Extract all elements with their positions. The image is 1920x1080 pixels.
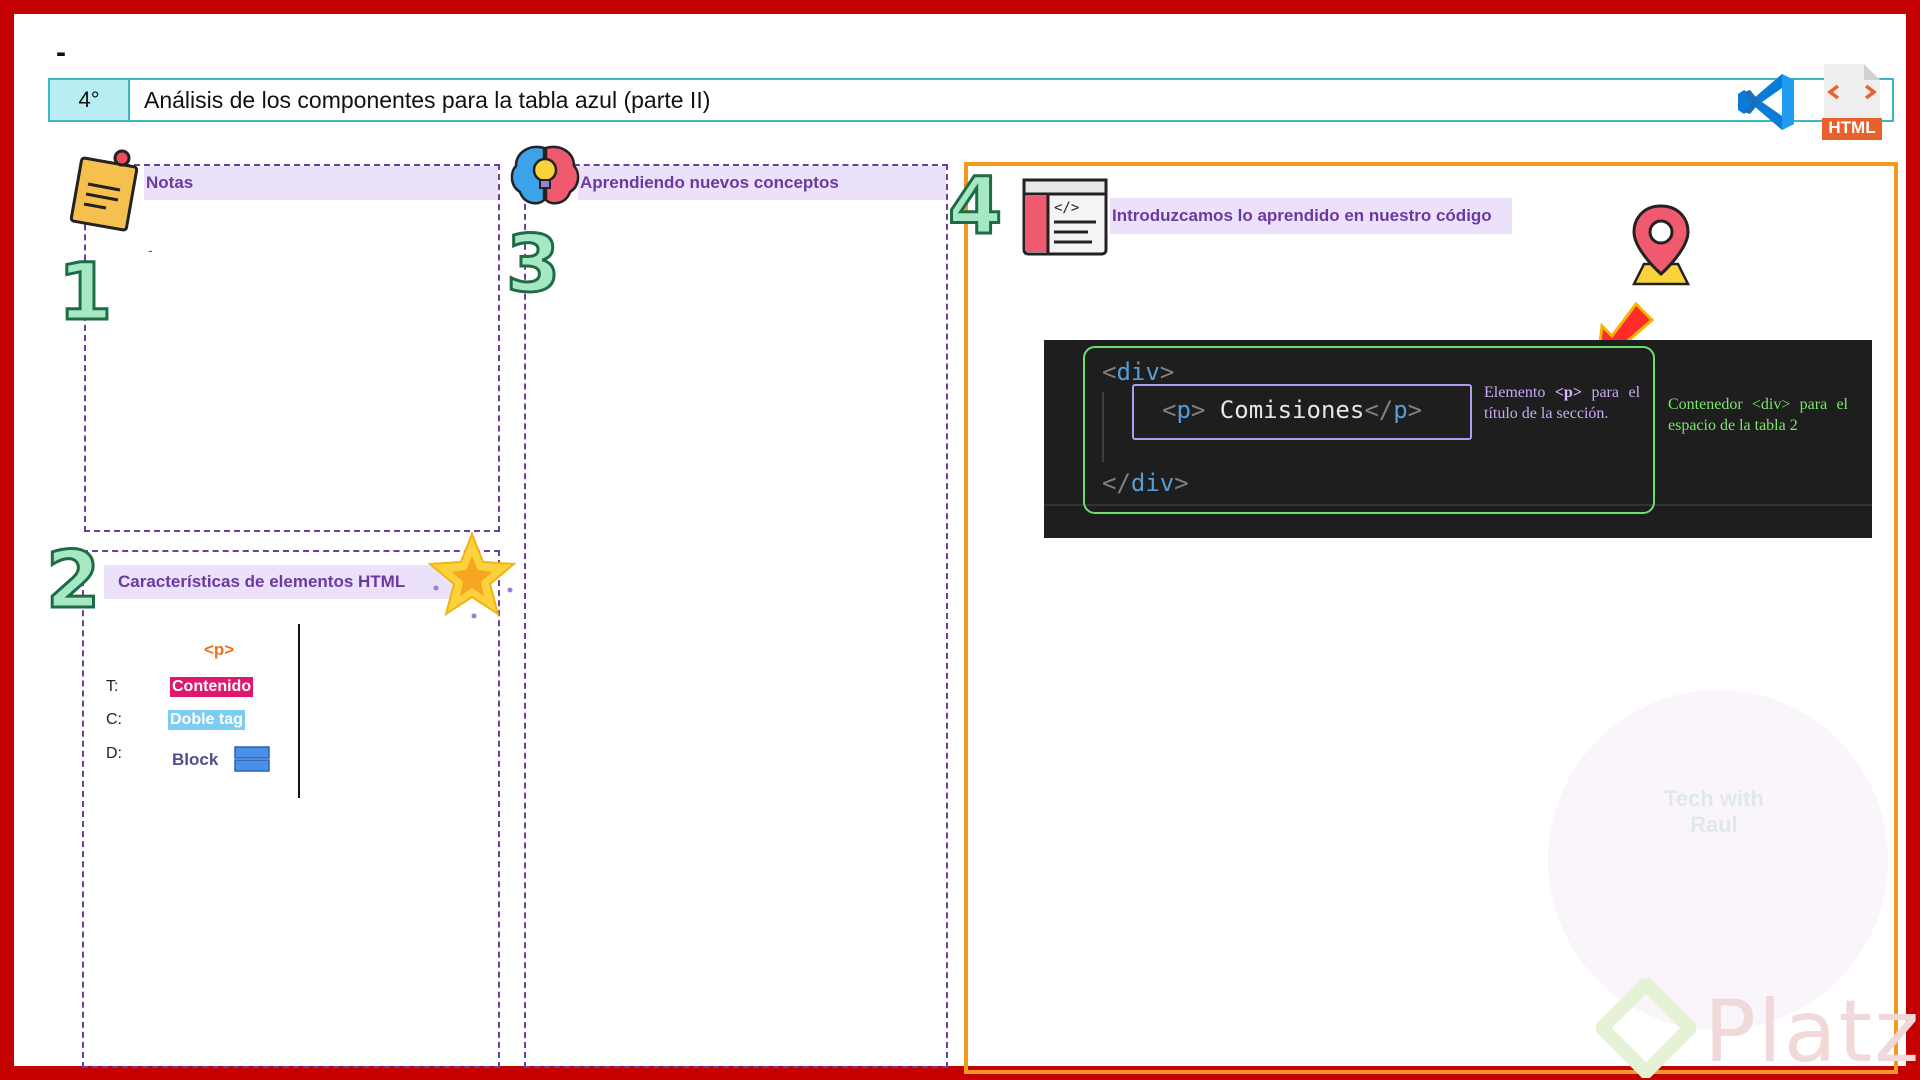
feature-value-content: Contenido [170, 677, 254, 697]
watermark-circle [1548, 690, 1888, 1030]
notes-content: - [148, 242, 153, 258]
platzi-logo-icon [1596, 978, 1696, 1078]
learn-box [524, 164, 948, 1068]
div-annotation: Contenedor <div> para el espacio de la t… [1668, 396, 1848, 434]
feature-key-d: D: [106, 745, 122, 762]
watermark-text: Tech with Raul [1664, 786, 1764, 837]
features-box [82, 550, 500, 1068]
html-badge-label: HTML [1828, 118, 1876, 137]
features-label: Características de elementos HTML [104, 565, 458, 599]
sticky-note-icon [69, 149, 139, 232]
feature-divider [298, 624, 300, 798]
header-bar: 4° Análisis de los componentes para la t… [48, 78, 1894, 122]
code-div-open: <div> [1102, 358, 1175, 386]
indent-guide [1102, 392, 1104, 462]
header-number: 4° [50, 80, 130, 120]
section-number-1: 1 [56, 248, 113, 338]
learn-label: Aprendiendo nuevos conceptos [578, 166, 946, 200]
p-highlight-outline [1132, 384, 1472, 440]
code-box [964, 162, 1898, 1074]
feature-tag: <p> [204, 640, 235, 659]
code-window-icon: </> [1022, 178, 1108, 256]
html-file-icon [1822, 64, 1882, 140]
feature-value-double-tag: Doble tag [168, 710, 245, 730]
notes-label: Notas [144, 166, 498, 200]
top-mark: - [56, 36, 66, 69]
feature-key-t: T: [106, 678, 119, 695]
p-annotation: Elemento <p> para el título de la secció… [1484, 384, 1641, 422]
section-number-2: 2 [44, 536, 101, 626]
feature-key-c: C: [106, 711, 122, 728]
section-number-4: 4 [946, 162, 1003, 252]
section-number-3: 3 [504, 220, 561, 310]
code-div-close: </div> [1102, 469, 1189, 497]
feature-value-block: Block [172, 750, 219, 769]
brain-bulb-icon [510, 145, 580, 205]
block-icon [234, 746, 270, 772]
svg-text:</>: </> [1054, 200, 1079, 216]
notes-box [84, 164, 500, 532]
div-highlight-outline [1083, 346, 1655, 514]
vscode-icon [1738, 74, 1794, 130]
header-title: Análisis de los componentes para la tabl… [144, 86, 711, 113]
platzi-watermark: Platzi [1704, 982, 1920, 1080]
code-p-line: <p> Comisiones</p> [1162, 396, 1423, 424]
location-pin-icon [1631, 204, 1691, 286]
code-label: Introduzcamos lo aprendido en nuestro có… [1110, 198, 1512, 234]
star-icon [427, 531, 517, 619]
